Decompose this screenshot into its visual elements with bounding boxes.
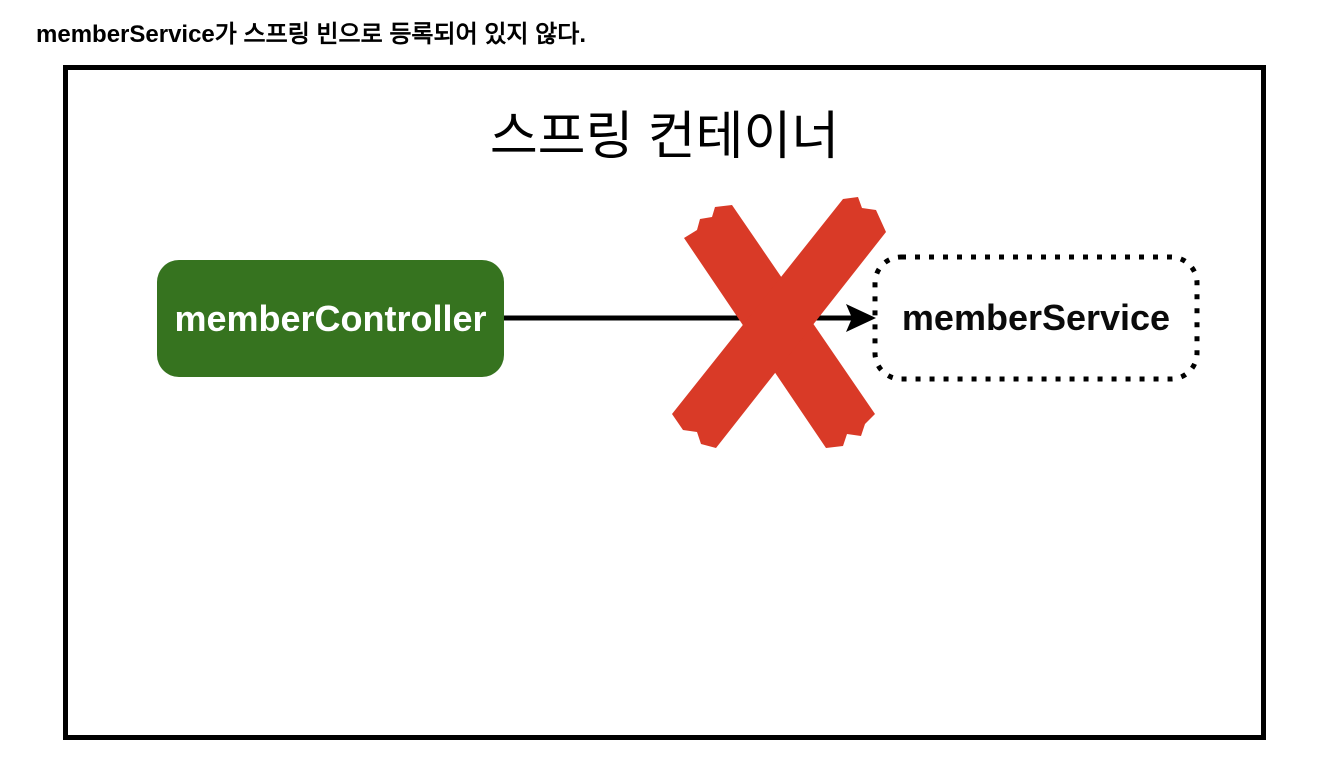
page-title: memberService가 스프링 빈으로 등록되어 있지 않다.	[36, 21, 586, 48]
node-member-controller-label: memberController	[174, 297, 487, 339]
dotted-border	[872, 254, 1200, 382]
spring-container-box: 스프링 컨테이너 memberController memberService	[63, 65, 1266, 740]
arrowhead-icon	[846, 304, 876, 332]
container-title: 스프링 컨테이너	[489, 108, 840, 166]
node-member-controller: memberController	[157, 260, 504, 377]
x-mark-icon	[672, 197, 886, 448]
x-stroke	[672, 197, 886, 448]
node-member-service-label: memberService	[901, 297, 1171, 338]
node-member-service: memberService	[872, 254, 1200, 382]
